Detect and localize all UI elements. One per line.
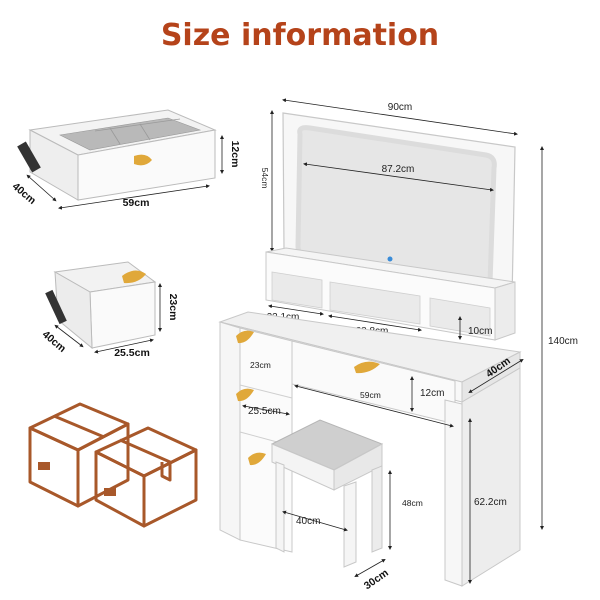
drawer-handle-icon (236, 388, 254, 402)
small-drawer-illustration (45, 261, 157, 350)
drawer-handle-icon (122, 270, 146, 284)
leg-height-label: 62.2cm (474, 497, 507, 508)
touch-sensor-icon (387, 256, 393, 262)
vanity-desk (218, 311, 522, 587)
large-drawer-width-label: 59cm (123, 197, 150, 209)
page-title: Size information (160, 18, 440, 53)
large-drawer-height-label: 12cm (229, 141, 241, 168)
large-drawer-depth-label: 40cm (10, 180, 38, 206)
stool-width-label: 40cm (296, 516, 320, 527)
shipping-box-icon (28, 402, 130, 508)
overall-height-label: 140cm (548, 336, 578, 347)
side-drawer-height-label: 23cm (250, 360, 271, 370)
side-drawer-width-label: 25.5cm (248, 406, 281, 417)
drawer-handle-icon (134, 154, 152, 166)
desk-drawer-height-label: 12cm (420, 388, 444, 399)
mirror-width-label: 90cm (388, 102, 412, 113)
stool-height-label: 48cm (402, 498, 423, 508)
drawer-handle-icon (248, 452, 266, 466)
vanity-shelf (265, 247, 516, 341)
small-drawer-width-label: 25.5cm (114, 347, 150, 359)
stool-illustration (270, 419, 384, 568)
shipping-box-icon (94, 426, 198, 528)
mirror-height-label: 54cm (260, 168, 270, 189)
stool-depth-label: 30cm (362, 567, 391, 592)
drawer-handle-icon (236, 330, 254, 344)
large-drawer-illustration (17, 109, 217, 201)
small-drawer-height-label: 23cm (167, 294, 179, 321)
shelf-height-label: 10cm (468, 326, 492, 337)
desk-drawer-width-label: 59cm (360, 390, 381, 400)
drawer-handle-icon (354, 361, 380, 374)
mirror-inner-width-label: 87.2cm (382, 164, 415, 175)
